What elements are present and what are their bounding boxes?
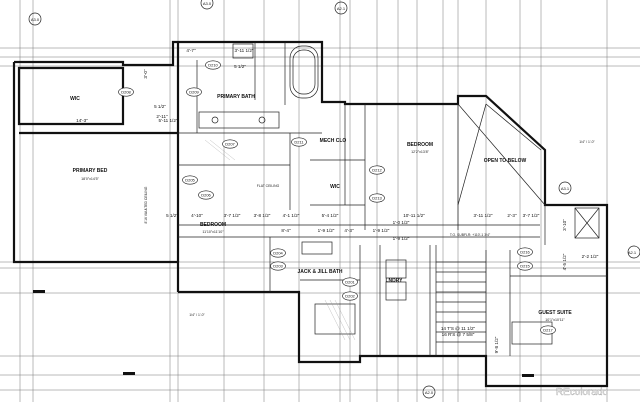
svg-text:D201: D201 (345, 280, 355, 285)
room-size-primary-bed: 18'0"x14'5" (81, 177, 99, 181)
svg-text:D216: D216 (520, 250, 530, 255)
svg-text:D209: D209 (189, 90, 199, 95)
interior-walls (178, 42, 607, 356)
svg-text:D212: D212 (372, 168, 382, 173)
svg-text:D210: D210 (208, 63, 218, 68)
dimension-label: 2'-2 1/2" (582, 254, 599, 259)
room-label-wic: WIC (70, 96, 80, 102)
dimension-label: 4'-3" (344, 228, 354, 233)
dimension-label: 14 T'S @ 11 1/2" (441, 326, 476, 331)
fixtures (198, 43, 600, 345)
dimension-label: 4'-10" (191, 213, 203, 218)
section-tag-a30-top: A3.0 (203, 1, 212, 6)
dimension-label: 16 R'S @ 7 5/8" (442, 332, 475, 337)
dimension-label: 14'-3" (76, 118, 88, 123)
dimension-label: 1'-0 1/2" (393, 220, 410, 225)
room-label-jack-jill: JACK & JILL BATH (297, 269, 342, 275)
dimension-label: 3'-10" (562, 219, 567, 231)
svg-text:D203: D203 (273, 264, 283, 269)
dimension-strings: 4'-7" 3'-11 1/2" 3'-0" 5 1/2" 14'-3" 5 1/2" 2'… (76, 48, 599, 353)
room-size-guest-suite: 10'1"x10'11" (545, 318, 565, 322)
note-tos-subfloor: T.O. SUBFLR: +110'-1 3/4" (450, 233, 491, 237)
door-tag: D201 (342, 277, 358, 287)
svg-text:D213: D213 (372, 196, 382, 201)
door-tag: D204 (270, 248, 286, 258)
dimension-label: 3'-7 1/2" (224, 213, 241, 218)
bath-tile-hatch (204, 139, 356, 341)
dimension-label: 1'-9 1/2" (393, 236, 410, 241)
svg-text:D211: D211 (294, 140, 304, 145)
svg-text:D217: D217 (543, 328, 553, 333)
dimension-label: 3'-8 1/2" (254, 213, 271, 218)
watermark: REcolorado (556, 387, 609, 398)
door-tag: D213 (369, 193, 385, 203)
door-tag: D216 (517, 247, 533, 257)
dimension-label: 1'-9 1/2" (373, 228, 390, 233)
dimension-label: 5'-11 1/2" (158, 118, 177, 123)
door-tag: D205 (182, 175, 198, 185)
room-label-open-to-below: OPEN TO BELOW (484, 158, 527, 164)
section-tag-a31: A3.1 (561, 186, 570, 191)
door-tag: D212 (369, 165, 385, 175)
door-tag: D217 (540, 325, 556, 335)
svg-text:D205: D205 (185, 178, 195, 183)
door-tag: D202 (342, 291, 358, 301)
room-label-bedroom-left: BEDROOM (200, 222, 226, 228)
scale-bars (33, 290, 534, 377)
door-tag: D208 (118, 87, 134, 97)
section-markers: A3.0 A2.1 A3.1 A3.0 A2.0 A2.1 1/4" / 1'-… (28, 0, 640, 399)
room-size-bedroom-left: 11'10"x11'10" (202, 230, 224, 234)
dimension-label: 4'-7" (186, 48, 196, 53)
door-tag: D209 (186, 87, 202, 97)
dimension-label: 3'-11 1/2" (473, 213, 492, 218)
door-tag: D203 (270, 261, 286, 271)
section-tag-a30-left: A3.0 (31, 17, 40, 22)
dimension-label: 3'-11 1/2" (234, 48, 253, 53)
door-tag: D211 (291, 137, 307, 147)
room-label-wic-mid: WIC (330, 184, 340, 190)
dimension-label: 4'-1 1/2" (283, 213, 300, 218)
svg-text:D207: D207 (225, 142, 235, 147)
dimension-label: 2'-11" (156, 114, 168, 119)
room-label-lndry: LNDRY (385, 278, 403, 284)
room-label-primary-bath: PRIMARY BATH (217, 94, 255, 100)
dimension-label: 1'-9 1/2" (318, 228, 335, 233)
note-flat-ceiling: FLAT CEILING (257, 184, 280, 188)
room-label-bedroom-right: BEDROOM (407, 142, 433, 148)
dimension-label: 2'-3" (507, 213, 517, 218)
door-tag: D206 (198, 190, 214, 200)
dimension-label: 5 1/2" (166, 213, 178, 218)
svg-text:D215: D215 (520, 264, 530, 269)
dimension-label: 4'-5 1/2" (562, 253, 567, 270)
svg-text:D206: D206 (201, 193, 211, 198)
dimension-label: 8'-4" (281, 228, 291, 233)
dimension-label: 9'-8 1/2" (494, 336, 499, 353)
section-tag-a20: A2.0 (425, 390, 434, 395)
scale-note-right: 1/4" / 1'-0" (579, 140, 595, 144)
svg-text:D202: D202 (345, 294, 355, 299)
note-vaulted-ceiling: 8'16 VAULTED CEILING (144, 186, 148, 223)
dimension-label: 3'-7 1/2" (523, 213, 540, 218)
dimension-label: 5 1/2" (234, 64, 246, 69)
door-tag: D210 (205, 60, 221, 70)
room-label-guest-suite: GUEST SUITE (538, 310, 572, 316)
section-tag-a21-right: A2.1 (628, 250, 637, 255)
scale-note: 1/4" / 1'-0" (189, 313, 205, 317)
section-tag-a21: A2.1 (337, 6, 346, 11)
dimension-label: 5'-4 1/2" (322, 213, 339, 218)
dimension-label: 10'-11 1/2" (403, 213, 425, 218)
door-tag: D215 (517, 261, 533, 271)
room-label-primary-bed: PRIMARY BED (73, 168, 108, 174)
svg-text:D208: D208 (121, 90, 131, 95)
dimension-label: 3'-0" (143, 69, 148, 79)
room-size-bedroom-right: 12'2"x13'8" (411, 150, 429, 154)
room-label-mech-clo: MECH CLO (320, 138, 347, 144)
door-tag: D207 (222, 139, 238, 149)
dimension-label: 5 1/2" (154, 104, 166, 109)
svg-text:D204: D204 (273, 251, 283, 256)
